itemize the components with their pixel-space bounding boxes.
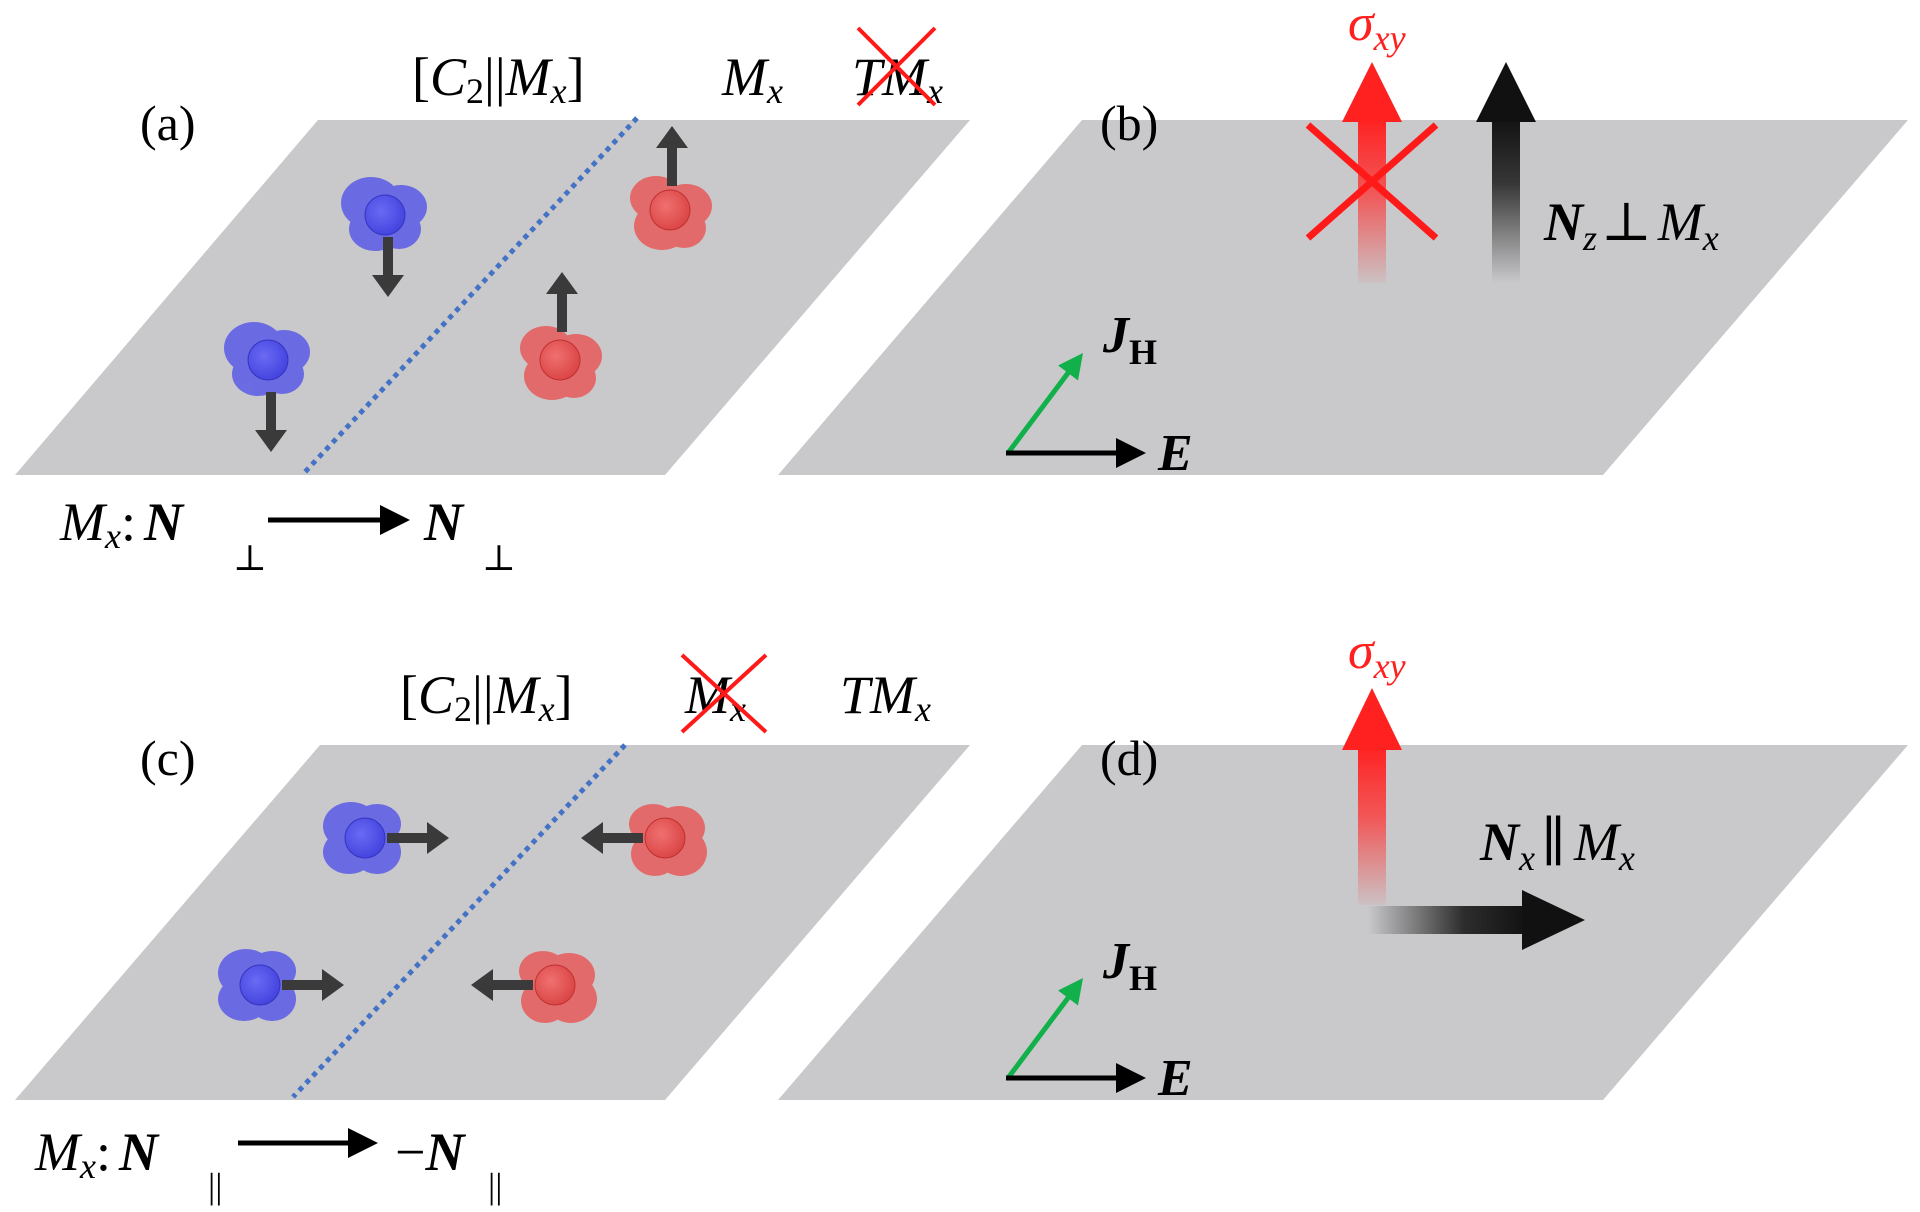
panel-label-c: (c) xyxy=(140,730,196,786)
field-label-b: E xyxy=(1157,425,1193,482)
atom-red-4 xyxy=(471,951,597,1023)
sigma-arrow-b xyxy=(1342,62,1402,283)
current-arrow-d xyxy=(1006,978,1083,1080)
neel-label-b: Nz⊥Mx xyxy=(1543,192,1719,258)
tmirror-label-c: TMx xyxy=(840,665,931,729)
relation-lhs-c: Mx:N xyxy=(34,1122,160,1186)
relation-to-sub-a: ⊥ xyxy=(482,538,516,578)
panel-c: (c) [C2||Mx] Mx TMx Mx:N || −N || xyxy=(15,653,970,1206)
neel-arrow-d xyxy=(1368,890,1585,950)
sigma-label-b: σxy xyxy=(1348,0,1406,58)
mirror-label-a: Mx xyxy=(721,47,783,111)
cross-mark-a xyxy=(856,26,937,107)
sigma-arrow-d xyxy=(1342,688,1402,905)
atom-red-1 xyxy=(630,126,712,250)
relation-lhs-a: Mx:N xyxy=(59,492,185,556)
panel-b: (b) σxy Nz⊥Mx JH E xyxy=(778,0,1908,482)
panel-d: (d) σxy Nx∥Mx JH E xyxy=(778,623,1908,1107)
mirror-line-c xyxy=(291,743,627,1099)
atom-red-3 xyxy=(581,804,707,876)
panel-label-a: (a) xyxy=(140,95,196,151)
cross-mark-c xyxy=(680,653,768,734)
atom-blue-4 xyxy=(218,949,344,1021)
atom-blue-3 xyxy=(323,802,449,874)
relation-from-sub-c: || xyxy=(208,1166,222,1206)
atom-red-2 xyxy=(520,272,602,400)
relation-rhs-a: N xyxy=(423,492,465,552)
sigma-label-d: σxy xyxy=(1348,623,1406,686)
relation-rhs-c: −N xyxy=(395,1122,466,1182)
plane-d xyxy=(778,745,1908,1100)
neel-arrow-b xyxy=(1476,62,1536,283)
field-label-d: E xyxy=(1157,1050,1193,1107)
relation-from-sub-a: ⊥ xyxy=(233,538,267,578)
spin-group-label-c: [C2||Mx] xyxy=(400,665,573,729)
panel-a: (a) [C2||Mx] Mx TMx Mx:N ⊥ N ⊥ xyxy=(15,26,970,578)
spin-group-label-a: [C2||Mx] xyxy=(412,47,585,111)
plane-b xyxy=(778,120,1908,475)
panel-label-b: (b) xyxy=(1100,95,1158,151)
atom-blue-2 xyxy=(224,322,310,452)
current-label-d: JH xyxy=(1102,933,1157,998)
cross-mark-b xyxy=(1305,122,1439,241)
current-label-b: JH xyxy=(1102,307,1157,372)
mirror-line-a xyxy=(303,116,639,474)
current-arrow-b xyxy=(1006,353,1083,455)
relation-to-sub-c: || xyxy=(488,1166,502,1206)
neel-label-d: Nx∥Mx xyxy=(1479,812,1635,878)
panel-label-d: (d) xyxy=(1100,730,1158,786)
atom-blue-1 xyxy=(341,177,427,297)
